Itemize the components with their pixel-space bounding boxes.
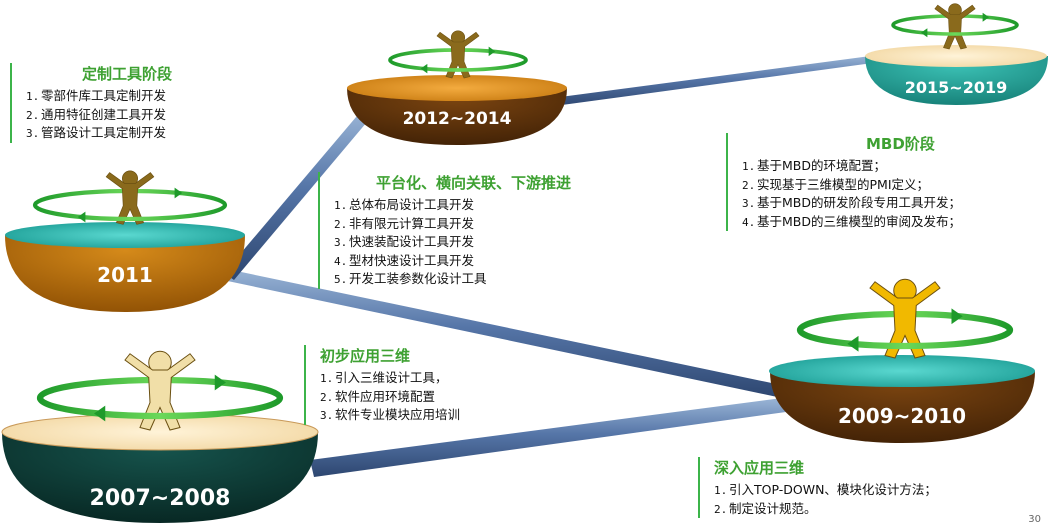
arrow-left-icon xyxy=(77,211,86,223)
arrow-left-icon xyxy=(94,405,106,422)
platform-2015-2019: 2015~2019 xyxy=(865,45,1048,105)
rotation-ring-front-icon xyxy=(36,397,284,420)
platform-2007-2008: 2007~2008 xyxy=(1,413,319,523)
list-item: 2.软件应用环境配置 xyxy=(320,388,436,404)
stage-list-2009-2010: 1.引入TOP-DOWN、模块化设计方法； 2.制定设计规范。 xyxy=(714,481,937,518)
cheering-figure-icon xyxy=(436,30,480,79)
stage-block-2007-2008: 初步应用三维 1.引入三维设计工具， 2.软件应用环境配置 3.软件专业模块应用… xyxy=(304,345,460,425)
platform-2012-2014: 2012~2014 xyxy=(347,75,567,145)
list-item: 3.管路设计工具定制开发 xyxy=(26,125,167,141)
stage-title-2015-2019: MBD阶段 xyxy=(866,135,935,153)
cheering-figure-icon xyxy=(105,170,155,225)
rotation-ring-front-icon xyxy=(32,204,228,222)
stage-block-2009-2010: 深入应用三维 1.引入TOP-DOWN、模块化设计方法； 2.制定设计规范。 xyxy=(698,457,937,519)
rotation-ring-front-icon xyxy=(796,329,1014,350)
stage-2011-figure-group xyxy=(32,170,228,225)
list-item: 1.引入TOP-DOWN、模块化设计方法； xyxy=(714,482,937,497)
arrow-right-icon xyxy=(951,308,963,325)
connector-2011-2009 xyxy=(218,268,786,398)
stage-list-2011: 1.零部件库工具定制开发 2.通用特征创建工具开发 3.管路设计工具定制开发 xyxy=(26,87,172,143)
list-item: 3.基于MBD的研发阶段专用工具开发； xyxy=(742,195,961,211)
stage-2009-2010-figure-group xyxy=(796,278,1014,359)
stage-list-2012-2014: 1.总体布局设计工具开发 2.非有限元计算工具开发 3.快速装配设计工具开发 4… xyxy=(334,196,571,289)
list-item: 1.总体布局设计工具开发 xyxy=(334,197,475,212)
stage-list-2007-2008: 1.引入三维设计工具， 2.软件应用环境配置 3.软件专业模块应用培训 xyxy=(320,369,460,425)
list-item: 1.基于MBD的环境配置； xyxy=(742,158,886,173)
list-item: 1.零部件库工具定制开发 xyxy=(26,88,167,103)
connector-2011-2012 xyxy=(224,110,372,280)
list-item: 2.非有限元计算工具开发 xyxy=(334,215,475,231)
rotation-ring-front-icon xyxy=(891,24,1019,36)
rotation-ring-front-icon xyxy=(388,59,528,72)
connector-2007-2009 xyxy=(310,398,786,477)
arrow-right-icon xyxy=(488,46,496,57)
stage-title-2009-2010: 深入应用三维 xyxy=(714,459,805,477)
figures xyxy=(32,3,1019,431)
stage-title-2011: 定制工具阶段 xyxy=(82,65,173,83)
cheering-figure-icon xyxy=(869,278,941,359)
year-label-2011: 2011 xyxy=(97,263,153,287)
arrow-right-icon xyxy=(174,187,183,199)
list-item: 1.引入三维设计工具， xyxy=(320,370,448,385)
stage-2012-2014-figure-group xyxy=(388,30,528,79)
year-label-2009-2010: 2009~2010 xyxy=(838,404,966,428)
list-item: 4.基于MBD的三维模型的审阅及发布； xyxy=(742,213,961,229)
page-number: 30 xyxy=(1028,514,1041,525)
stage-block-2012-2014: 平台化、横向关联、下游推进 1.总体布局设计工具开发 2.非有限元计算工具开发 … xyxy=(318,172,571,289)
connector-2012-2015 xyxy=(545,55,880,107)
list-item: 3.快速装配设计工具开发 xyxy=(334,234,475,250)
stage-2015-2019-figure-group xyxy=(891,3,1019,50)
arrow-left-icon xyxy=(420,63,428,74)
list-item: 5.开发工装参数化设计工具 xyxy=(334,271,487,287)
platform-2011: 2011 xyxy=(5,222,245,312)
arrow-left-icon xyxy=(847,335,859,352)
stage-2007-2008-figure-group xyxy=(36,350,284,431)
list-item: 2.通用特征创建工具开发 xyxy=(26,106,167,122)
stage-list-2015-2019: 1.基于MBD的环境配置； 2.实现基于三维模型的PMI定义； 3.基于MBD的… xyxy=(742,157,961,231)
list-item: 2.制定设计规范。 xyxy=(714,500,817,516)
arrow-right-icon xyxy=(214,374,226,391)
arrow-left-icon xyxy=(920,28,928,38)
stage-title-2007-2008: 初步应用三维 xyxy=(320,347,411,365)
stage-block-2015-2019: MBD阶段 1.基于MBD的环境配置； 2.实现基于三维模型的PMI定义； 3.… xyxy=(726,133,961,232)
stage-title-2012-2014: 平台化、横向关联、下游推进 xyxy=(376,174,572,192)
connectors xyxy=(215,55,880,477)
list-item: 3.软件专业模块应用培训 xyxy=(320,407,461,423)
list-item: 2.实现基于三维模型的PMI定义； xyxy=(742,176,930,192)
year-label-2015-2019: 2015~2019 xyxy=(905,78,1007,97)
cheering-figure-icon xyxy=(934,3,976,50)
year-label-2012-2014: 2012~2014 xyxy=(403,109,512,129)
stage-block-2011: 定制工具阶段 1.零部件库工具定制开发 2.通用特征创建工具开发 3.管路设计工… xyxy=(10,63,172,143)
arrow-right-icon xyxy=(982,12,990,22)
platform-2009-2010: 2009~2010 xyxy=(769,355,1035,443)
cheering-figure-icon xyxy=(124,350,196,431)
list-item: 4.型材快速设计工具开发 xyxy=(334,252,475,268)
year-label-2007-2008: 2007~2008 xyxy=(90,486,231,511)
